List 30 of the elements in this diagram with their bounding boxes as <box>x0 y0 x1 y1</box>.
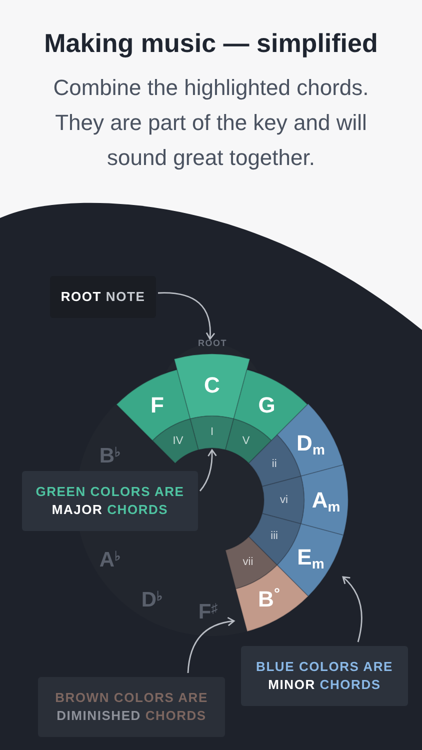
roman-numeral: ii <box>272 456 277 472</box>
curved-arrow <box>199 449 217 492</box>
callout-text: BROWN COLORS ARE DIMINISHED CHORDS <box>54 689 209 725</box>
roman-numeral: V <box>242 434 250 449</box>
chord-name: D$_{m}$ <box>296 430 325 459</box>
chord-name: G <box>258 392 276 420</box>
faded-chord-label: D$^{♭}$ <box>141 586 163 614</box>
subtitle: Combine the highlighted chords. They are part of the key and will sound great together. <box>52 74 370 172</box>
faded-chord-label: A$^{♭}$ <box>99 546 121 574</box>
roman-numeral: vii <box>242 555 254 570</box>
chord-name: F <box>150 392 164 420</box>
callout-box <box>22 471 198 531</box>
faded-chord-label: F$^{♯}$ <box>198 598 218 626</box>
roman-numeral: I <box>210 424 214 440</box>
chord-name: A$_{m}$ <box>312 486 340 516</box>
title: Making music — simplified <box>43 27 379 60</box>
curved-arrow <box>158 292 215 340</box>
roman-numeral: iii <box>270 528 278 544</box>
callout-text: ROOT NOTE <box>60 288 146 306</box>
faded-chord-label: B$^{♭}$ <box>99 442 121 470</box>
curved-arrow <box>187 617 235 674</box>
root-caption: ROOT <box>198 337 227 350</box>
curved-arrow <box>342 576 362 642</box>
roman-numeral: IV <box>172 434 184 449</box>
roman-numeral: vi <box>280 492 288 508</box>
chord-name: E$_{m}$ <box>297 544 324 573</box>
chord-name: C <box>204 372 220 400</box>
callout-text: BLUE COLORS ARE MINOR CHORDS <box>255 658 394 694</box>
chord-name: B$^{°}$ <box>258 584 280 614</box>
callout-text: GREEN COLORS ARE MAJOR CHORDS <box>34 483 186 519</box>
